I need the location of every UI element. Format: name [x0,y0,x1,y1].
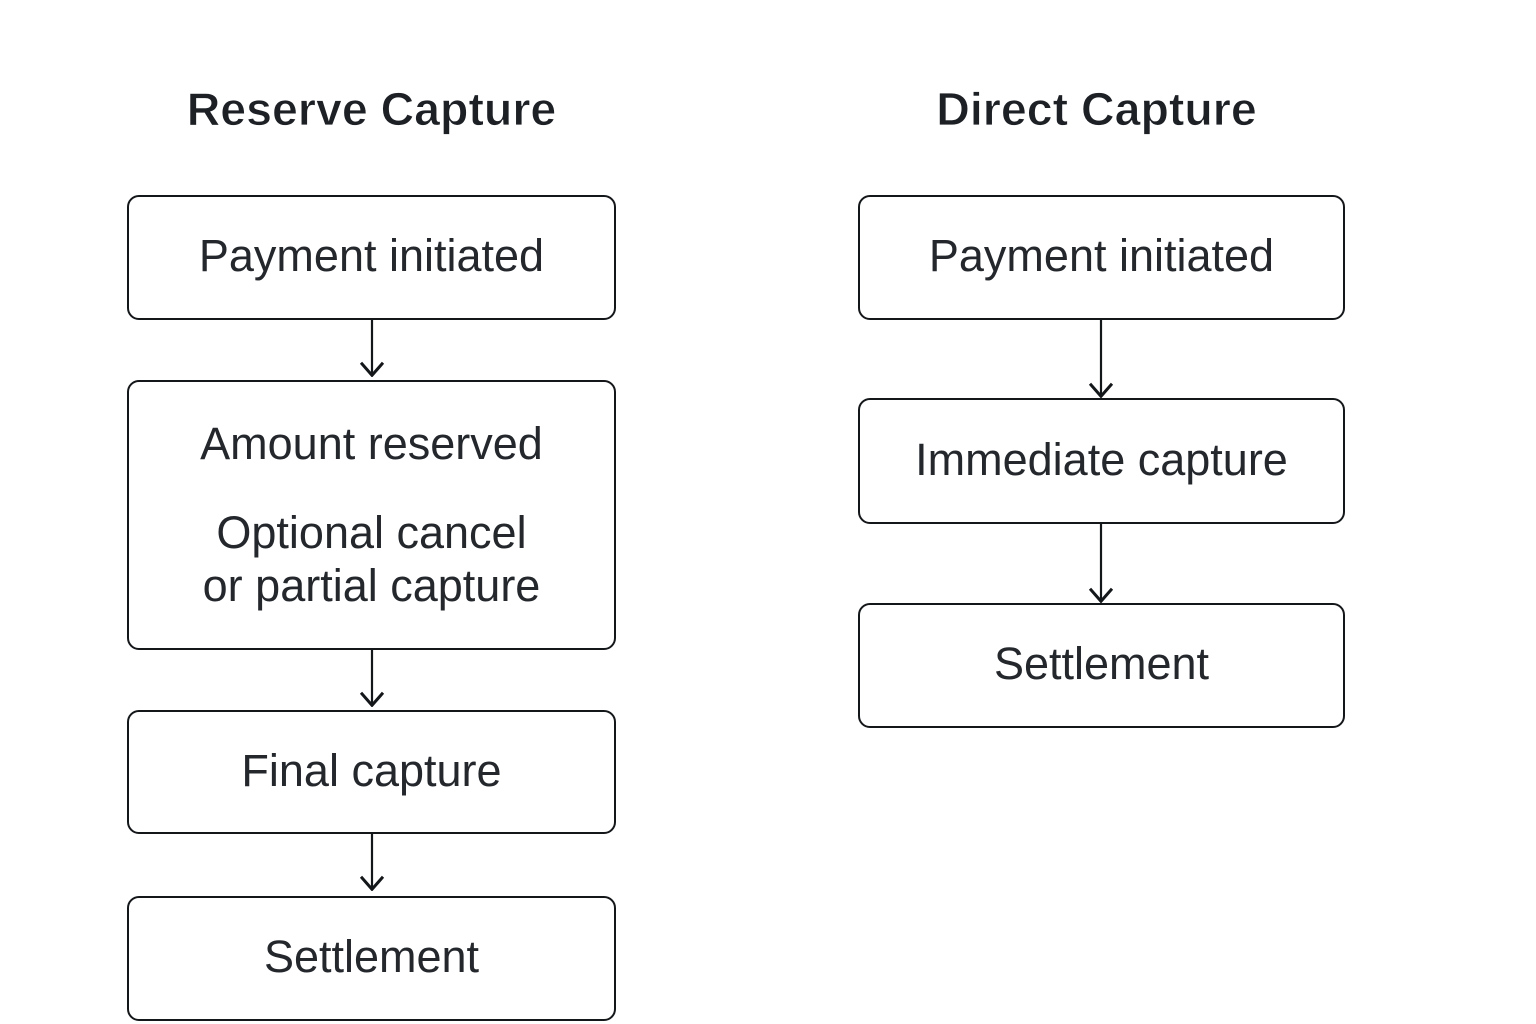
node-reserve-settlement: Settlement [127,896,616,1021]
node-label: Settlement [263,931,480,983]
node-direct-settlement: Settlement [858,603,1345,728]
reserve-capture-title: Reserve Capture [186,82,557,135]
arrow-down-icon [359,320,384,377]
node-label: Immediate capture [915,433,1288,485]
node-label: Payment initiated [928,230,1275,282]
node-label: Amount reserved [200,418,543,470]
node-label: Final capture [241,744,502,796]
node-direct-immediate-capture: Immediate capture [858,398,1345,524]
direct-capture-title: Direct Capture [936,82,1257,135]
arrow-down-icon [1088,524,1113,603]
arrow-down-icon [359,833,384,891]
node-direct-payment-initiated: Payment initiated [858,195,1345,320]
node-sublabel-line2: or partial capture [202,560,541,612]
arrow-down-icon [1088,320,1113,398]
node-reserve-final-capture: Final capture [127,710,616,834]
node-sublabel-line1: Optional cancel [216,506,527,558]
node-label: Payment initiated [198,230,545,282]
node-reserve-amount-reserved: Amount reserved Optional cancel or parti… [127,380,616,650]
node-reserve-payment-initiated: Payment initiated [127,195,616,320]
node-label: Settlement [993,638,1210,690]
arrow-down-icon [359,650,384,707]
